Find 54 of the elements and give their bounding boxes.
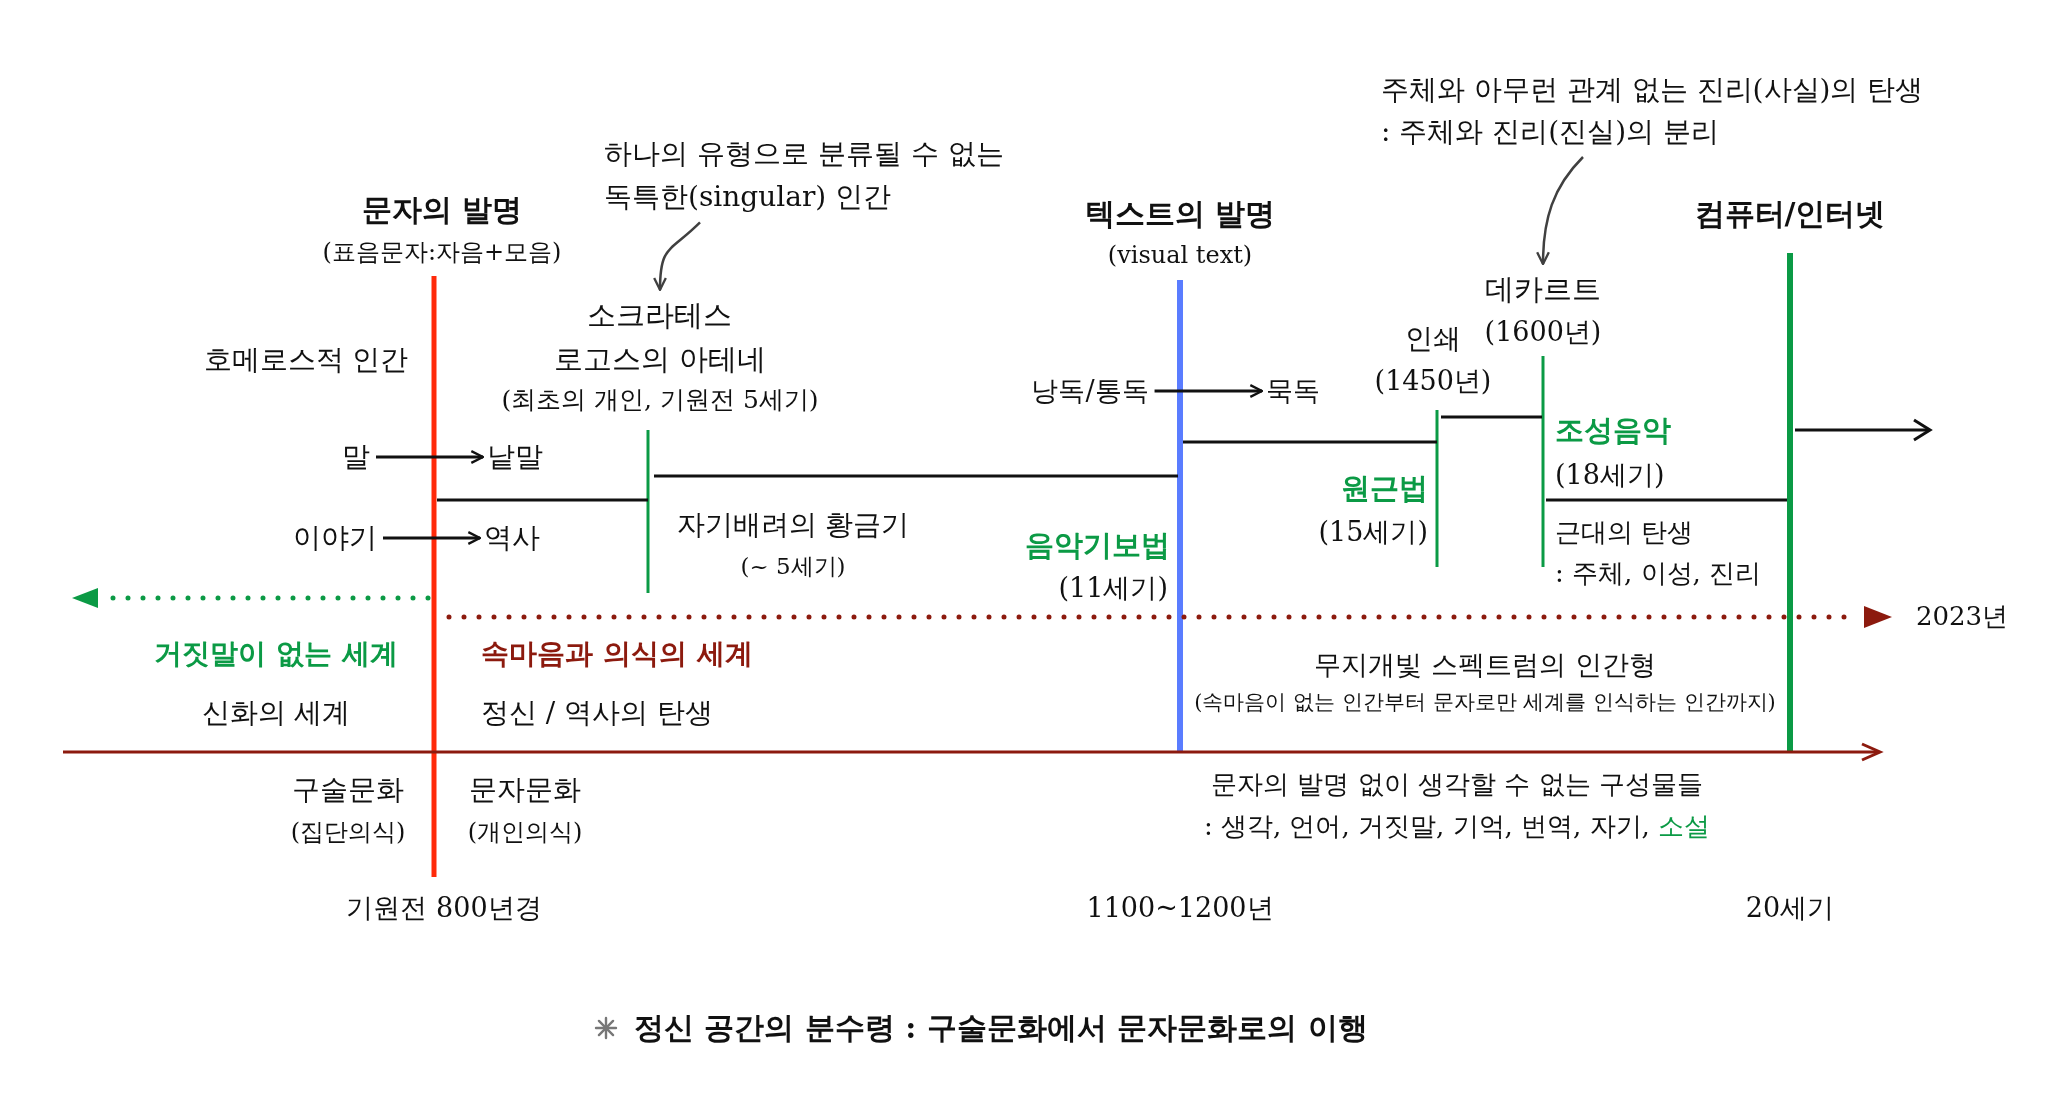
year-label: 2023년: [1915, 601, 2009, 633]
arrow: [383, 531, 482, 545]
year-label: 기원전 800년경: [346, 891, 542, 925]
era-label: 속마음과 의식의 세계: [481, 637, 753, 671]
curved-arrow: [1536, 156, 1584, 266]
figure-label: 데카르트: [1484, 271, 1602, 308]
event-label: 조성음악: [1555, 412, 1671, 448]
heading: 텍스트의 발명: [1084, 196, 1276, 232]
date-label: (1450년): [1374, 364, 1492, 398]
word-label: 낱말: [487, 440, 543, 474]
word-label: 낭독/통독: [1031, 374, 1149, 408]
curved-arrow: [653, 221, 701, 291]
culture-label: 문자문화: [469, 773, 581, 807]
note-text: (속마음이 없는 인간부터 문자로만 세계를 인식하는 인간까지): [1194, 690, 1776, 716]
annotation-text: 하나의 유형으로 분류될 수 없는 독특한(singular) 인간: [604, 131, 1034, 219]
event-label: 원근법: [1341, 470, 1428, 506]
note-text: (집단의식): [290, 817, 406, 847]
text-label: 무지개빛 스펙트럼의 인간형: [1314, 648, 1656, 682]
event-label: 음악기보법: [1025, 527, 1170, 563]
word-label: 이야기: [293, 521, 377, 555]
heading: 컴퓨터/인터넷: [1694, 196, 1886, 232]
figure-label: 로고스의 아테네: [552, 340, 768, 378]
event-label: 근대의 탄생: [1555, 517, 1694, 549]
event-label: 인쇄: [1405, 322, 1461, 356]
caption: 정신 공간의 분수령 : 구술문화에서 문자문화로의 이행: [634, 1010, 1368, 1046]
word-label: 역사: [484, 521, 540, 555]
annotation-text: : 주체와 진리(진실)의 분리: [1381, 114, 1720, 150]
arrow: [376, 450, 485, 464]
figure-label: (1600년): [1484, 314, 1602, 349]
era-label: 거짓말이 없는 세계: [154, 637, 398, 671]
heading: 문자의 발명: [361, 192, 523, 228]
subheading: (visual text): [1107, 240, 1253, 270]
text-label: 호메로스적 인간: [203, 343, 409, 377]
date-label: (18세기): [1555, 458, 1665, 492]
arrow: [1154, 384, 1264, 398]
date-label: (~ 5세기): [740, 553, 846, 581]
annotation-text: 주체와 아무런 관계 없는 진리(사실)의 탄생: [1381, 72, 1924, 108]
year-label: 20세기: [1745, 891, 1835, 925]
date-label: (15세기): [1318, 515, 1428, 549]
text-label: 정신 / 역사의 탄생: [480, 696, 714, 730]
word-label: 묵독: [1266, 374, 1320, 408]
note-text: : 주체, 이성, 진리: [1555, 558, 1762, 590]
figure-label: 소크라테스: [586, 296, 734, 334]
year-label: 1100~1200년: [1086, 891, 1274, 925]
subheading: (표음문자:자음+모음): [322, 237, 562, 267]
period-label: 자기배려의 황금기: [676, 508, 910, 542]
word-label: 말: [342, 440, 370, 474]
note-text: (개인의식): [467, 817, 583, 847]
text-label: 문자의 발명 없이 생각할 수 없는 구성물들: [1211, 769, 1703, 801]
figure-label: (최초의 개인, 기원전 5세기): [501, 383, 819, 416]
text-label: 신화의 세계: [201, 696, 351, 730]
date-label: (11세기): [1058, 571, 1168, 605]
note-text: : 생각, 언어, 거짓말, 기억, 번역, 자기, 소설: [1203, 811, 1711, 843]
culture-label: 구술문화: [292, 773, 404, 807]
